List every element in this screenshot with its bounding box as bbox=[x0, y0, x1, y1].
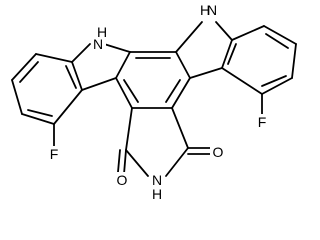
atom-label-left-indole-n: N bbox=[93, 36, 103, 52]
atom-label-right-indole-n: N bbox=[207, 2, 217, 18]
atom-label-right-oxygen: O bbox=[213, 144, 224, 160]
atom-label-left-fluorine: F bbox=[50, 146, 59, 162]
atom-label-imide-h: H bbox=[152, 186, 162, 202]
atom-label-imide-n: N bbox=[152, 172, 162, 188]
atom-label-left-oxygen: O bbox=[117, 172, 128, 188]
atom-label-right-indole-h: H bbox=[200, 2, 210, 18]
atom-label-right-fluorine: F bbox=[258, 114, 267, 130]
chemical-structure-diagram: H N H N F F O O N H bbox=[11, 2, 297, 202]
atom-label-left-indole-h: H bbox=[97, 24, 107, 40]
bond-lines bbox=[11, 21, 297, 177]
atom-labels: H N H N F F O O N H bbox=[47, 2, 269, 202]
